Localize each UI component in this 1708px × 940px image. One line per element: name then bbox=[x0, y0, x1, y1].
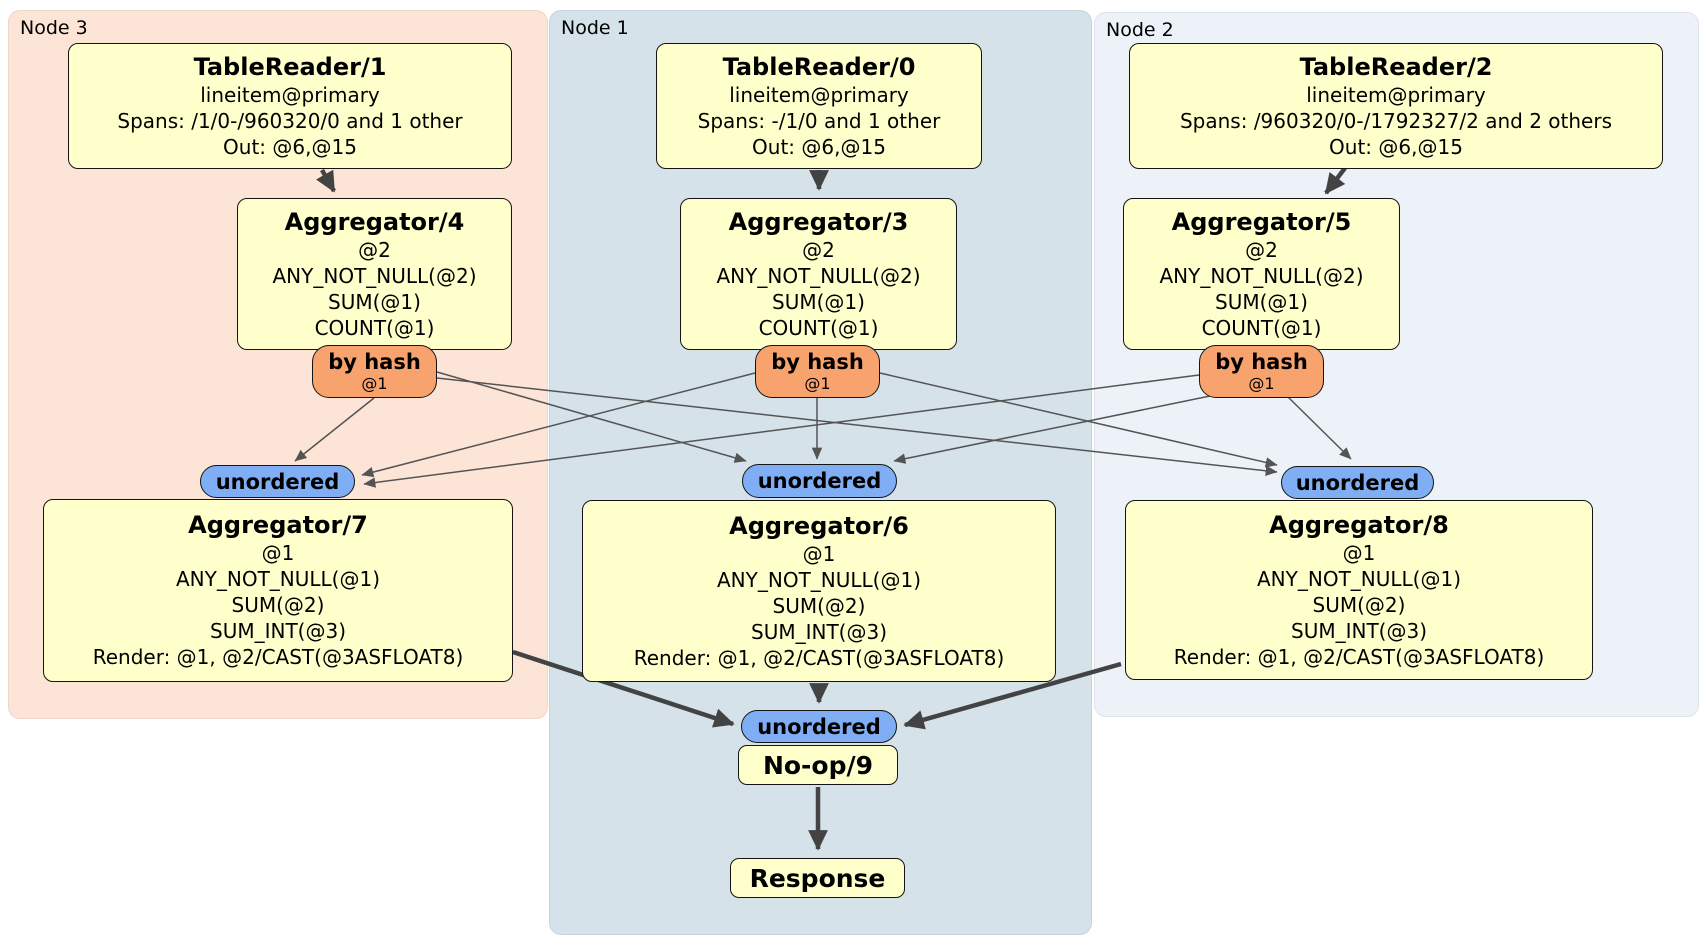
node-line: SUM(@1) bbox=[1215, 289, 1308, 314]
node-line: SUM(@2) bbox=[1312, 592, 1406, 617]
node-title: Aggregator/4 bbox=[284, 207, 465, 236]
node-line: lineitem@primary bbox=[729, 82, 909, 107]
router-key: @1 bbox=[1248, 374, 1275, 393]
node-title: Response bbox=[749, 863, 886, 893]
panel-node-2-label: Node 2 bbox=[1106, 19, 1174, 41]
sync-label: unordered bbox=[757, 469, 882, 493]
node-title: Aggregator/7 bbox=[188, 511, 368, 539]
sync-label: unordered bbox=[1295, 470, 1420, 495]
unordered-sync-node2: unordered bbox=[1281, 466, 1434, 499]
router-title: by hash bbox=[328, 350, 421, 374]
node-title: Aggregator/5 bbox=[1171, 207, 1352, 236]
edge bbox=[512, 649, 735, 728]
node-line: SUM_INT(@3) bbox=[751, 619, 887, 644]
node-line: SUM(@1) bbox=[772, 289, 865, 314]
aggregator-6-node: Aggregator/6 @1 ANY_NOT_NULL(@1) SUM(@2)… bbox=[582, 500, 1056, 682]
node-line: Render: @1, @2/CAST(@3ASFLOAT8) bbox=[92, 645, 464, 669]
flow-edges bbox=[316, 166, 1347, 851]
router-sync-edges bbox=[294, 371, 1352, 488]
node-line: COUNT(@1) bbox=[1201, 315, 1322, 340]
router-title: by hash bbox=[1215, 350, 1308, 374]
edge bbox=[294, 397, 375, 462]
tablereader-0-node: TableReader/0 lineitem@primary Spans: -/… bbox=[656, 43, 982, 169]
node-title: TableReader/0 bbox=[722, 52, 916, 81]
panel-node-3-label: Node 3 bbox=[20, 17, 88, 39]
node-line: lineitem@primary bbox=[200, 82, 380, 107]
node-line: lineitem@primary bbox=[1306, 82, 1486, 107]
aggregator-7-node: Aggregator/7 @1 ANY_NOT_NULL(@1) SUM(@2)… bbox=[43, 499, 513, 682]
node-title: Aggregator/8 bbox=[1269, 510, 1449, 539]
node-line: ANY_NOT_NULL(@2) bbox=[1159, 263, 1364, 288]
node-line: SUM_INT(@3) bbox=[210, 619, 346, 643]
node-line: SUM(@2) bbox=[772, 593, 866, 618]
edge bbox=[1324, 166, 1347, 195]
noop-9-node: No-op/9 bbox=[738, 745, 898, 785]
node-line: COUNT(@1) bbox=[758, 315, 879, 340]
node-line: @2 bbox=[358, 237, 391, 262]
tablereader-2-node: TableReader/2 lineitem@primary Spans: /9… bbox=[1129, 43, 1663, 169]
node-line: @1 bbox=[1342, 540, 1376, 565]
node-line: Render: @1, @2/CAST(@3ASFLOAT8) bbox=[1173, 644, 1545, 669]
by-hash-router-node2: by hash @1 bbox=[1199, 345, 1324, 398]
router-key: @1 bbox=[361, 374, 388, 393]
tablereader-1-node: TableReader/1 lineitem@primary Spans: /1… bbox=[68, 43, 512, 169]
edge bbox=[1287, 396, 1352, 460]
edge bbox=[879, 372, 1278, 468]
node-line: Spans: /1/0-/960320/0 and 1 other bbox=[117, 108, 463, 133]
edge bbox=[436, 371, 747, 463]
node-line: ANY_NOT_NULL(@1) bbox=[176, 567, 380, 591]
edge bbox=[316, 168, 336, 193]
node-line: Out: @6,@15 bbox=[1329, 134, 1463, 159]
node-title: Aggregator/3 bbox=[728, 207, 909, 236]
sync-label: unordered bbox=[757, 714, 881, 739]
node-line: ANY_NOT_NULL(@2) bbox=[716, 263, 921, 288]
by-hash-router-node1: by hash @1 bbox=[755, 345, 880, 398]
edge bbox=[436, 377, 1278, 476]
node-title: No-op/9 bbox=[762, 750, 874, 780]
node-line: ANY_NOT_NULL(@1) bbox=[1257, 566, 1461, 591]
unordered-sync-final: unordered bbox=[741, 710, 897, 743]
node-line: Spans: /960320/0-/1792327/2 and 2 others bbox=[1179, 108, 1612, 133]
node-line: COUNT(@1) bbox=[314, 315, 435, 340]
node-line: Render: @1, @2/CAST(@3ASFLOAT8) bbox=[633, 645, 1005, 670]
node-line: SUM(@1) bbox=[328, 289, 421, 314]
node-title: Aggregator/6 bbox=[729, 511, 909, 540]
unordered-sync-node3: unordered bbox=[200, 465, 355, 498]
node-title: TableReader/1 bbox=[193, 52, 387, 81]
node-line: Out: @6,@15 bbox=[223, 134, 357, 159]
edge bbox=[363, 374, 1200, 488]
node-line: @2 bbox=[1245, 237, 1278, 262]
router-title: by hash bbox=[771, 350, 864, 374]
node-line: SUM_INT(@3) bbox=[1291, 618, 1427, 643]
edge bbox=[361, 372, 756, 478]
aggregator-8-node: Aggregator/8 @1 ANY_NOT_NULL(@1) SUM(@2)… bbox=[1125, 500, 1593, 680]
edge bbox=[893, 395, 1211, 464]
router-key: @1 bbox=[804, 374, 831, 393]
node-line: ANY_NOT_NULL(@2) bbox=[272, 263, 477, 288]
aggregator-5-node: Aggregator/5 @2 ANY_NOT_NULL(@2) SUM(@1)… bbox=[1123, 198, 1400, 350]
panel-node-1-label: Node 1 bbox=[561, 17, 629, 39]
node-line: Out: @6,@15 bbox=[752, 134, 886, 159]
aggregator-3-node: Aggregator/3 @2 ANY_NOT_NULL(@2) SUM(@1)… bbox=[680, 198, 957, 350]
node-line: @1 bbox=[261, 541, 295, 565]
unordered-sync-node1: unordered bbox=[742, 464, 897, 498]
node-line: Spans: -/1/0 and 1 other bbox=[697, 108, 941, 133]
aggregator-4-node: Aggregator/4 @2 ANY_NOT_NULL(@2) SUM(@1)… bbox=[237, 198, 512, 350]
node-line: SUM(@2) bbox=[231, 593, 325, 617]
response-node: Response bbox=[730, 858, 905, 898]
sync-label: unordered bbox=[215, 469, 340, 494]
node-line: @2 bbox=[802, 237, 835, 262]
node-title: TableReader/2 bbox=[1299, 52, 1493, 81]
node-line: @1 bbox=[802, 541, 836, 566]
edge bbox=[903, 661, 1122, 730]
node-line: ANY_NOT_NULL(@1) bbox=[717, 567, 921, 592]
by-hash-router-node3: by hash @1 bbox=[312, 345, 437, 398]
